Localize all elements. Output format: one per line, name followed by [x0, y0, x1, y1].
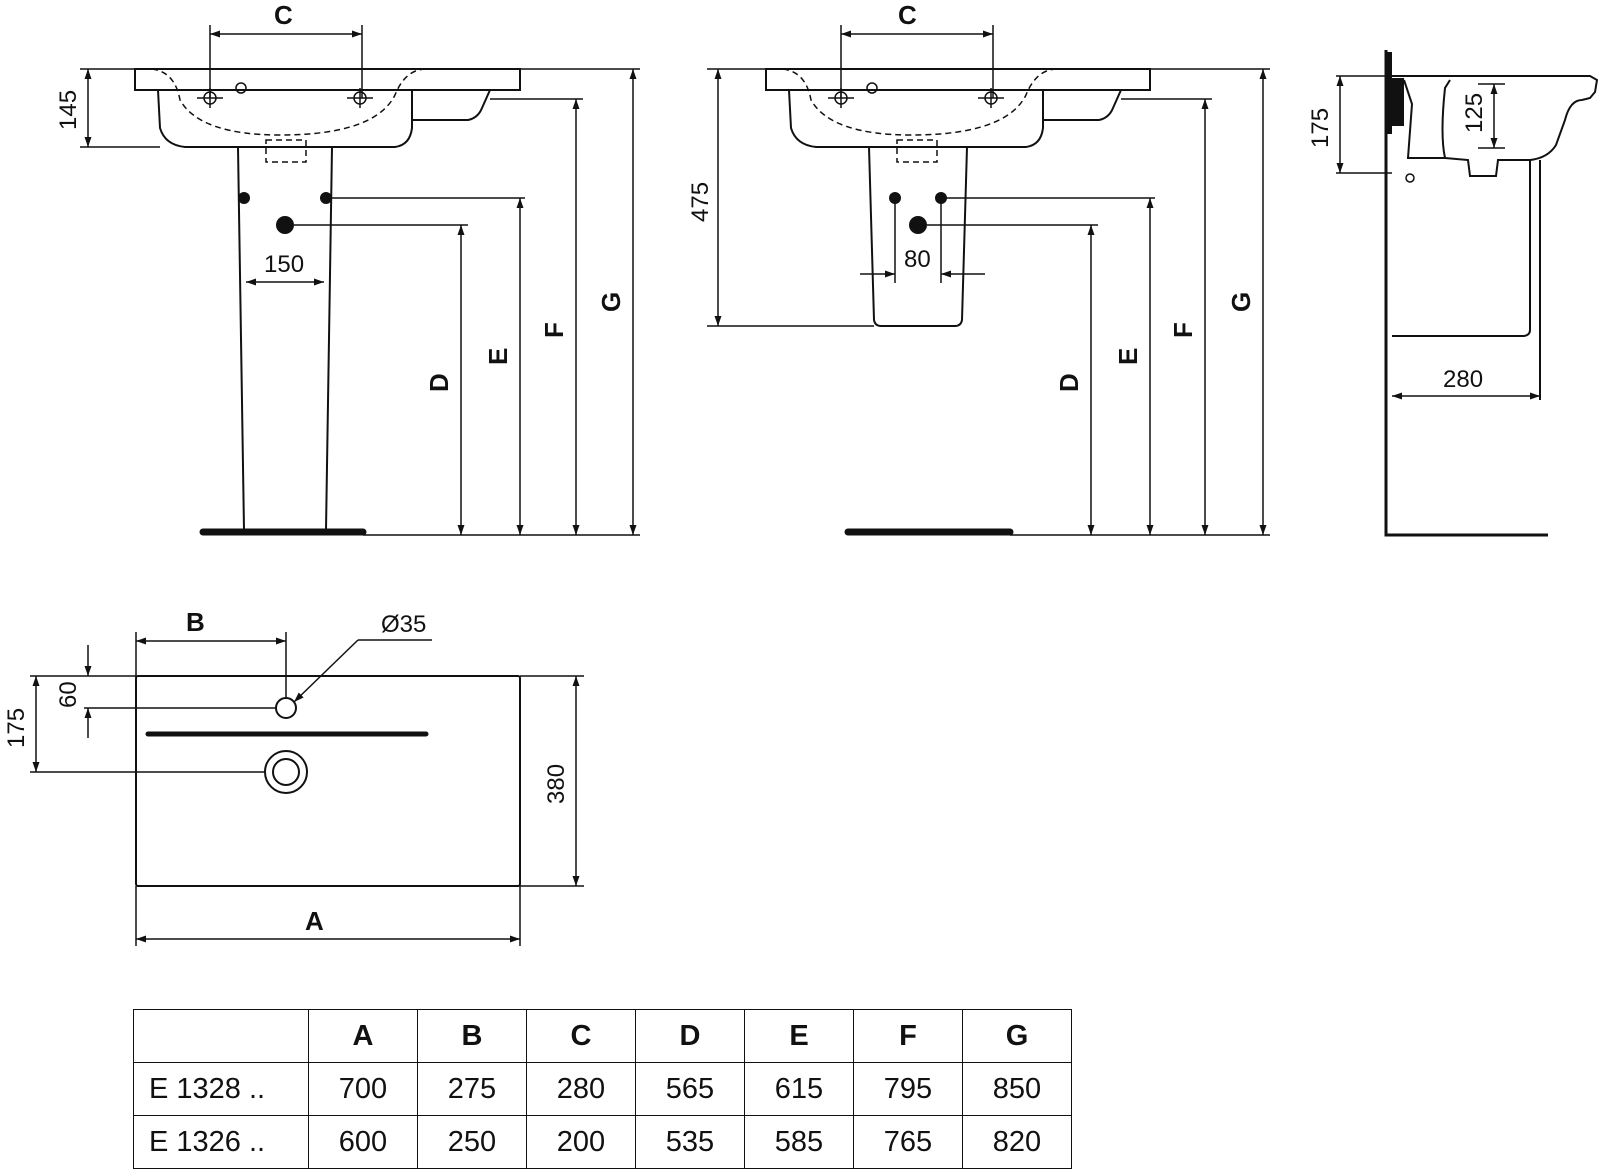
column-header: D	[635, 1009, 745, 1063]
dim-label-f: F	[1168, 322, 1198, 338]
table-cell: 565	[635, 1062, 745, 1116]
table-cell: 820	[962, 1115, 1072, 1169]
column-header: G	[962, 1009, 1072, 1063]
table-cell: 765	[853, 1115, 963, 1169]
dim-label-e: E	[1113, 348, 1143, 365]
column-header: C	[526, 1009, 636, 1063]
dim-label-280: 280	[1443, 366, 1483, 393]
dim-label-150: 150	[264, 251, 304, 278]
dim-label-80: 80	[904, 246, 931, 273]
table-cell: 615	[744, 1062, 854, 1116]
table-cell: 275	[417, 1062, 527, 1116]
dim-label-e: E	[483, 348, 513, 365]
table-cell: 200	[526, 1115, 636, 1169]
dimensions-table: A B C D E F G E 1328 .. 700 275 280 565 …	[133, 1009, 1072, 1169]
dim-label-145: 145	[55, 90, 82, 130]
table-row: E 1326 .. 600 250 200 535 585 765 820	[133, 1115, 1072, 1169]
dim-label-475: 475	[687, 182, 714, 222]
table-cell: 535	[635, 1115, 745, 1169]
dim-label-380: 380	[543, 764, 570, 804]
dim-label-175: 175	[1307, 108, 1334, 148]
table-cell: 250	[417, 1115, 527, 1169]
dim-label-g: G	[1226, 292, 1256, 312]
top-view: B Ø35 60 175 380 A	[3, 607, 584, 946]
dim-label-diameter: Ø35	[381, 611, 426, 638]
column-header: E	[744, 1009, 854, 1063]
column-header: B	[417, 1009, 527, 1063]
dim-label-d: D	[424, 373, 454, 392]
table-cell: 850	[962, 1062, 1072, 1116]
table-cell: 280	[526, 1062, 636, 1116]
side-view: 175 125 280	[1307, 50, 1599, 537]
model-cell: E 1326 ..	[133, 1115, 309, 1169]
dim-label-60: 60	[55, 681, 82, 708]
column-header: F	[853, 1009, 963, 1063]
dim-label-175: 175	[3, 708, 30, 748]
dim-label-d: D	[1054, 373, 1084, 392]
table-cell: 700	[308, 1062, 418, 1116]
front-view-semipedestal: C 475 80 D E F G	[687, 0, 1270, 536]
table-cell: 795	[853, 1062, 963, 1116]
dim-label-c: C	[274, 0, 293, 30]
column-header: A	[308, 1009, 418, 1063]
dim-label-a: A	[305, 906, 324, 936]
dim-label-c: C	[898, 0, 917, 30]
table-header-row: A B C D E F G	[133, 1009, 1072, 1063]
dim-label-b: B	[186, 607, 205, 637]
model-cell: E 1328 ..	[133, 1062, 309, 1116]
table-corner-cell	[133, 1009, 309, 1063]
table-cell: 600	[308, 1115, 418, 1169]
front-view-pedestal: C 145 150 D E F G	[55, 0, 640, 536]
table-cell: 585	[744, 1115, 854, 1169]
dim-label-125: 125	[1461, 93, 1488, 133]
dim-label-f: F	[539, 322, 569, 338]
table-row: E 1328 .. 700 275 280 565 615 795 850	[133, 1062, 1072, 1116]
dim-label-g: G	[596, 292, 626, 312]
